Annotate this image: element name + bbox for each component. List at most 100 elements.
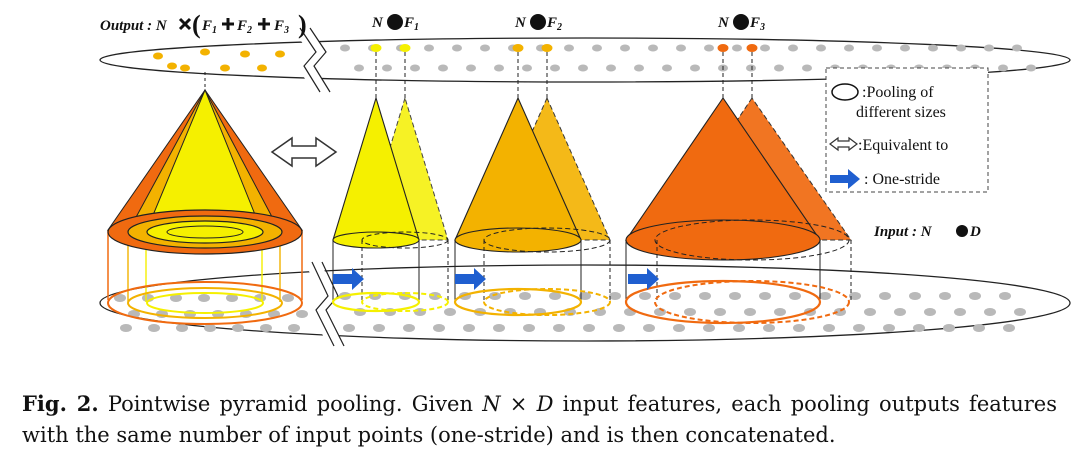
point-dot: [928, 44, 938, 52]
point-dot: [913, 324, 925, 332]
point-dot: [690, 64, 700, 72]
point-dot: [541, 44, 553, 52]
point-dot: [167, 62, 177, 70]
point-dot: [424, 44, 434, 52]
point-dot: [823, 324, 835, 332]
equivalent-small-icon: [829, 136, 858, 152]
point-dot: [153, 52, 163, 60]
svg-text:N: N: [717, 15, 730, 31]
point-dot: [774, 308, 786, 316]
point-dot: [684, 308, 696, 316]
point-dot: [643, 324, 655, 332]
legend-equivalent: :Equivalent to: [858, 137, 948, 154]
point-dot: [704, 44, 714, 52]
point-dot: [489, 292, 501, 300]
stride-arrow-icon: [455, 268, 486, 290]
point-dot: [579, 292, 591, 300]
point-dot: [744, 308, 756, 316]
point-dot: [703, 324, 715, 332]
figure-caption: Fig. 2. Pointwise pyramid pooling. Given…: [22, 388, 1057, 451]
svg-text:(: (: [192, 10, 201, 39]
point-dot: [373, 324, 385, 332]
plus-icon: [258, 18, 270, 30]
point-dot: [438, 64, 448, 72]
point-dot: [883, 324, 895, 332]
point-dot: [204, 324, 216, 332]
point-dot: [648, 44, 658, 52]
point-dot: [148, 324, 160, 332]
point-dot: [549, 292, 561, 300]
input-label: Input : N D: [873, 224, 981, 240]
legend-pooling-line1: :Pooling of: [862, 84, 934, 101]
point-dot: [232, 324, 244, 332]
point-dot: [662, 64, 672, 72]
legend: :Pooling of different sizes :Equivalent …: [825, 67, 989, 193]
point-dot: [354, 64, 364, 72]
point-dot: [296, 310, 308, 318]
caption-label: Fig. 2.: [22, 391, 99, 416]
svg-text:Output : N: Output : N: [100, 18, 168, 34]
svg-text:D: D: [969, 224, 981, 240]
output-label: Output : N ( F1 F2 F3 ): [100, 10, 307, 39]
svg-text:F1: F1: [201, 18, 217, 36]
point-dot: [732, 44, 742, 52]
input-plane: [99, 258, 1071, 350]
point-dot: [924, 308, 936, 316]
point-dot: [382, 64, 392, 72]
caption-text-2: input features, each pooling outputs fea…: [22, 392, 1057, 447]
point-dot: [939, 292, 951, 300]
point-dot: [200, 48, 210, 56]
stride-arrow-icon: [333, 268, 364, 290]
point-dot: [717, 44, 729, 52]
point-dot: [639, 292, 651, 300]
point-dot: [729, 292, 741, 300]
point-dot: [282, 294, 294, 302]
point-dot: [746, 44, 758, 52]
point-dot: [553, 324, 565, 332]
caption-math-n: N: [482, 392, 501, 416]
svg-text:F2: F2: [236, 18, 252, 36]
point-dot: [592, 44, 602, 52]
svg-text:N: N: [514, 15, 527, 31]
point-dot: [909, 292, 921, 300]
svg-text:N: N: [371, 15, 384, 31]
plus-icon: [222, 18, 234, 30]
point-dot: [774, 64, 784, 72]
svg-text:): ): [298, 10, 307, 39]
point-dot: [260, 324, 272, 332]
point-dot: [466, 64, 476, 72]
point-dot: [399, 44, 411, 52]
point-dot: [746, 64, 756, 72]
point-dot: [268, 310, 280, 318]
point-dot: [254, 294, 266, 302]
point-dot: [240, 50, 250, 58]
point-dot: [433, 324, 445, 332]
output-label-prefix: Output :: [100, 18, 152, 34]
point-dot: [634, 64, 644, 72]
point-dot: [480, 44, 490, 52]
point-dot: [609, 292, 621, 300]
point-dot: [198, 294, 210, 302]
point-dot: [789, 292, 801, 300]
point-dot: [564, 44, 574, 52]
point-dot: [816, 44, 826, 52]
point-dot: [523, 324, 535, 332]
point-dot: [410, 64, 420, 72]
point-dot: [954, 308, 966, 316]
point-dot: [969, 292, 981, 300]
point-dot: [759, 292, 771, 300]
point-dot: [853, 324, 865, 332]
times-blob-icon: [956, 225, 968, 237]
point-dot: [340, 44, 350, 52]
point-dot: [998, 64, 1008, 72]
svg-text:F3: F3: [749, 15, 765, 33]
svg-text:F3: F3: [273, 18, 289, 36]
point-dot: [984, 308, 996, 316]
branch-1-pyramid: [331, 52, 449, 313]
point-dot: [180, 64, 190, 72]
point-dot: [1014, 308, 1026, 316]
branch-3-label: N F3: [717, 14, 765, 33]
times-blob-icon: [733, 14, 749, 30]
point-dot: [733, 324, 745, 332]
point-dot: [120, 324, 132, 332]
